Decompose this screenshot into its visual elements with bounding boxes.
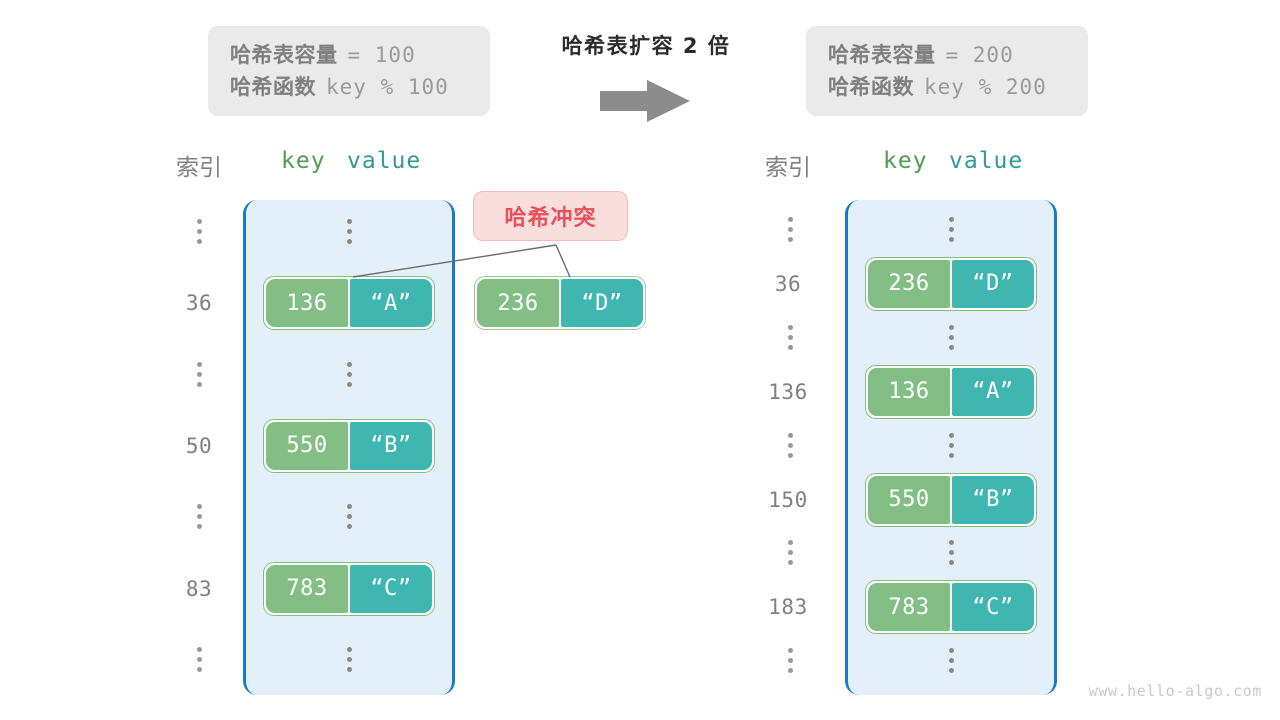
value-header-right: value xyxy=(949,148,1024,174)
entry-value: “D” xyxy=(952,259,1034,308)
collision-badge: 哈希冲突 xyxy=(473,191,628,241)
table-row: 550“B” xyxy=(865,472,1037,527)
entry-key: 136 xyxy=(266,279,348,328)
vertical-ellipsis xyxy=(782,324,798,351)
right-arrow-icon xyxy=(600,80,690,122)
entry-key: 783 xyxy=(868,583,950,632)
capacity-expr-before: = 100 xyxy=(347,43,416,67)
function-label-before: 哈希函数 xyxy=(230,74,316,99)
expand-caption: 哈希表扩容 2 倍 xyxy=(561,34,731,58)
vertical-ellipsis xyxy=(191,646,207,673)
index-label: 150 xyxy=(768,487,808,512)
entry-value: “C” xyxy=(952,583,1034,632)
entry-value: “A” xyxy=(952,367,1034,416)
watermark: www.hello-algo.com xyxy=(1088,682,1262,700)
colliding-entry-key: 236 xyxy=(477,279,559,327)
capacity-label-after: 哈希表容量 xyxy=(828,43,936,67)
table-row: 136“A” xyxy=(263,276,435,331)
vertical-ellipsis xyxy=(341,219,357,245)
function-expr-after: key % 200 xyxy=(924,74,1047,99)
function-line-before: 哈希函数 key % 100 xyxy=(230,72,468,104)
entry-key: 783 xyxy=(266,564,348,613)
capacity-label-before: 哈希表容量 xyxy=(230,43,338,67)
colliding-entry-value: “D” xyxy=(561,279,643,327)
vertical-ellipsis xyxy=(341,361,357,388)
entry-key: 236 xyxy=(868,259,950,308)
entry-key: 550 xyxy=(266,421,348,470)
colliding-entry: 236 “D” xyxy=(474,276,646,330)
vertical-ellipsis xyxy=(782,432,798,459)
index-header-right: 索引 xyxy=(765,155,811,181)
capacity-line-before: 哈希表容量 = 100 xyxy=(230,40,468,72)
value-header-left: value xyxy=(347,148,422,174)
table-row: 550“B” xyxy=(263,418,435,473)
index-label: 136 xyxy=(768,379,808,404)
entry-key: 136 xyxy=(868,367,950,416)
vertical-ellipsis xyxy=(782,648,798,674)
hash-table-info-after: 哈希表容量 = 200 哈希函数 key % 200 xyxy=(806,26,1088,116)
vertical-ellipsis xyxy=(341,504,357,530)
vertical-ellipsis xyxy=(341,646,357,673)
index-label: 50 xyxy=(185,433,213,458)
vertical-ellipsis xyxy=(191,361,207,388)
table-row: 783“C” xyxy=(865,580,1037,635)
table-row: 783“C” xyxy=(263,561,435,616)
vertical-ellipsis xyxy=(943,648,959,674)
vertical-ellipsis xyxy=(191,504,207,530)
key-header-right: key xyxy=(883,148,928,174)
table-row: 236“D” xyxy=(865,256,1037,311)
capacity-line-after: 哈希表容量 = 200 xyxy=(828,40,1066,72)
vertical-ellipsis xyxy=(943,432,959,459)
vertical-ellipsis xyxy=(943,217,959,243)
key-header-left: key xyxy=(281,148,326,174)
table-row: 136“A” xyxy=(865,364,1037,419)
vertical-ellipsis xyxy=(782,217,798,243)
index-label: 83 xyxy=(185,576,213,601)
hash-table-info-before: 哈希表容量 = 100 哈希函数 key % 100 xyxy=(208,26,490,116)
entry-value: “B” xyxy=(350,421,432,470)
function-expr-before: key % 100 xyxy=(326,74,449,99)
capacity-expr-after: = 200 xyxy=(945,43,1014,67)
vertical-ellipsis xyxy=(943,540,959,566)
function-line-after: 哈希函数 key % 200 xyxy=(828,72,1066,104)
entry-value: “C” xyxy=(350,564,432,613)
vertical-ellipsis xyxy=(782,540,798,566)
entry-value: “B” xyxy=(952,475,1034,524)
index-header-left: 索引 xyxy=(176,155,222,181)
vertical-ellipsis xyxy=(943,324,959,351)
entry-value: “A” xyxy=(350,279,432,328)
index-label: 36 xyxy=(185,291,213,316)
function-label-after: 哈希函数 xyxy=(828,74,914,99)
index-label: 183 xyxy=(768,595,808,620)
index-label: 36 xyxy=(774,271,802,296)
entry-key: 550 xyxy=(868,475,950,524)
vertical-ellipsis xyxy=(191,219,207,245)
